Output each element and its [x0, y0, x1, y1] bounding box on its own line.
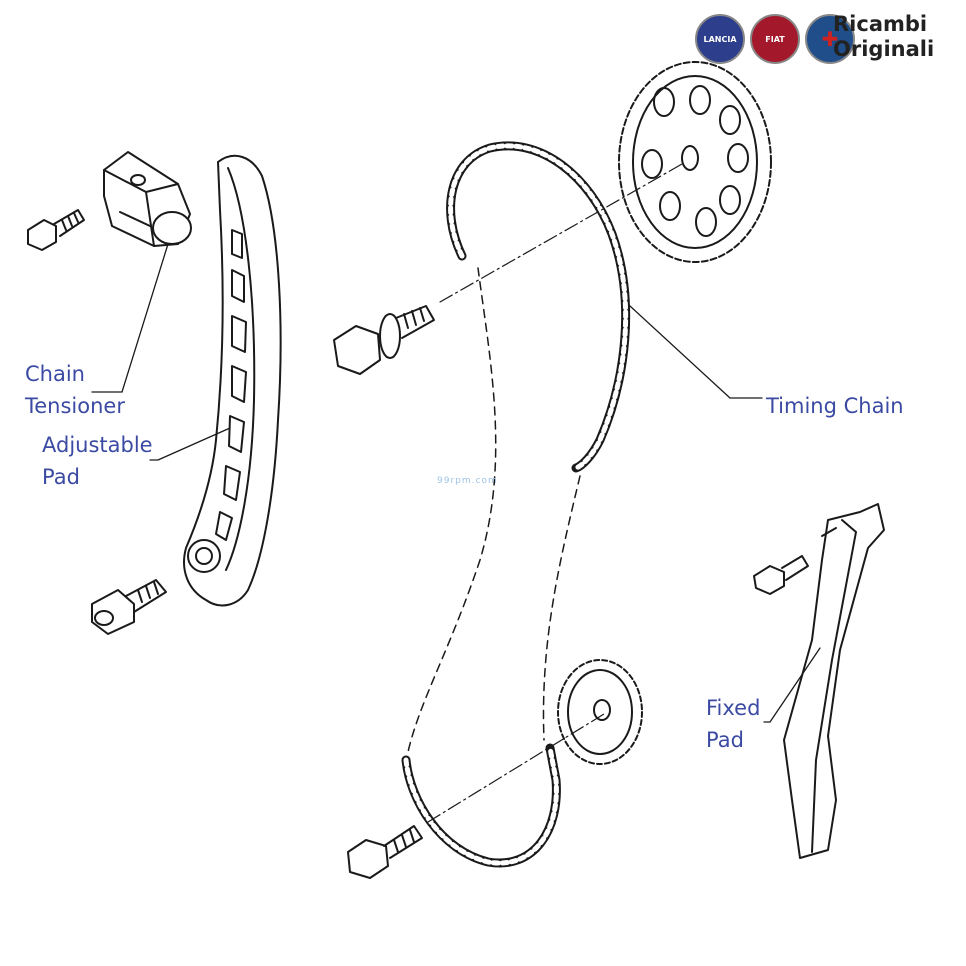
leader-fixed-pad: [763, 647, 821, 723]
label-chain-tensioner-line1: Chain: [25, 362, 85, 386]
lancia-badge: LANCIA: [695, 14, 745, 64]
label-chain-tensioner-line2: Tensioner: [25, 394, 125, 418]
chain-phantom-lines: [407, 267, 581, 753]
leader-timing-chain: [629, 305, 763, 399]
chain-tensioner-part: [103, 151, 192, 247]
crankshaft-sprocket: [557, 659, 643, 765]
tensioner-bolt: [27, 209, 85, 251]
brand-text: Ricambi Originali: [833, 12, 934, 62]
alfa-romeo-badge: ✚: [805, 14, 855, 64]
alignment-lines: [427, 163, 683, 823]
alfa-cross-icon: ✚: [821, 27, 839, 51]
label-fixed-pad-line2: Pad: [706, 728, 744, 752]
leader-adjustable-pad: [149, 427, 231, 461]
camshaft-sprocket: [618, 61, 772, 263]
label-adjustable-pad-line1: Adjustable: [42, 433, 153, 457]
fiat-badge: FIAT: [750, 14, 800, 64]
label-adjustable-pad: Adjustable Pad: [42, 429, 153, 493]
brand-line2: Originali: [833, 37, 935, 61]
timing-chain-lower: [401, 743, 561, 868]
watermark: 99rpm.com: [437, 476, 498, 486]
timing-chain-upper: [446, 141, 631, 473]
fiat-badge-text: FIAT: [765, 34, 785, 44]
label-chain-tensioner: Chain Tensioner: [25, 358, 125, 422]
lower-bolt: [347, 825, 423, 879]
label-timing-chain: Timing Chain: [766, 390, 904, 422]
label-fixed-pad-line1: Fixed: [706, 696, 761, 720]
leader-lines: [91, 243, 821, 723]
center-bolt: [333, 305, 435, 375]
brand-line1: Ricambi: [833, 12, 928, 36]
label-fixed-pad: Fixed Pad: [706, 692, 760, 756]
fixed-pad-bolt: [753, 555, 809, 595]
lancia-badge-text: LANCIA: [703, 34, 737, 44]
label-adjustable-pad-line2: Pad: [42, 465, 80, 489]
label-timing-chain-line1: Timing Chain: [766, 394, 904, 418]
adjustable-pad-part: [183, 154, 282, 607]
pad-pivot-bolt: [91, 579, 167, 635]
leader-chain-tensioner: [91, 243, 169, 393]
